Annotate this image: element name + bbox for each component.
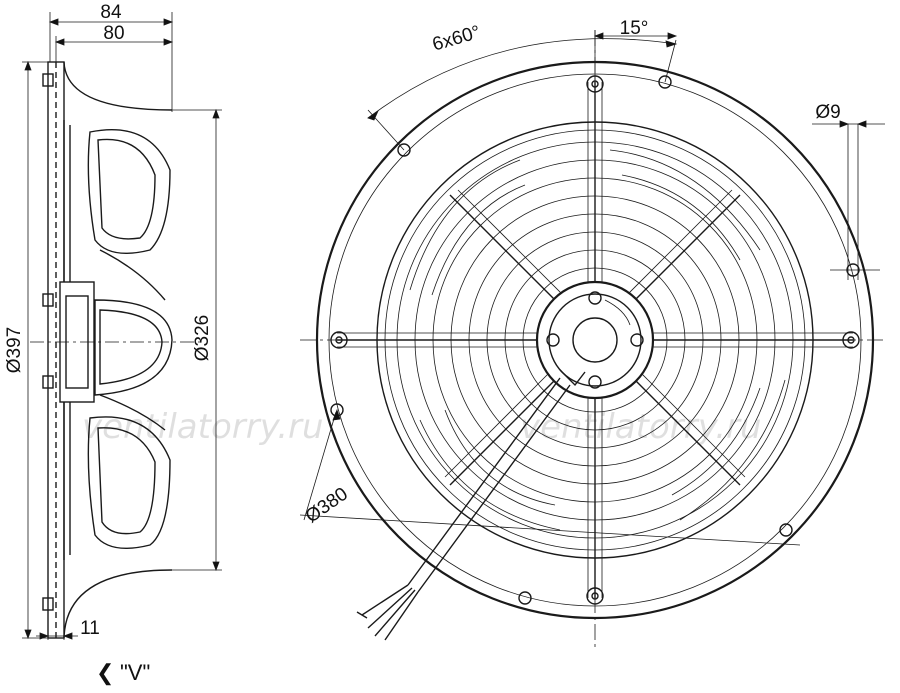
inner-diameter-dimension [172,108,222,572]
depth-dimension-lines [48,12,174,112]
guard-bolt [842,331,860,349]
front-view: 6x60° 15° Ø9 Ø380 [299,18,885,650]
impeller-blades [409,149,786,531]
guard-bolt [330,331,348,349]
hole-circle-dimension [299,408,801,546]
outer-diameter-label: Ø397 [4,327,25,373]
mounting-hole [779,523,793,537]
watermark-right: ventilatorry.ru [520,407,762,447]
flange-thickness-label: 11 [80,618,100,639]
offset-angle-dimension [593,30,678,82]
watermark-left: ventilatorry.ru [82,407,324,447]
inner-diameter-label: Ø326 [192,315,213,361]
hole-diameter-dimension [812,120,885,280]
side-flange-bolts [42,73,54,611]
outer-diameter-dimension [22,60,48,640]
power-cable [356,377,571,641]
hole-diameter-label: Ø9 [815,102,840,123]
flange-thickness-dimension [36,620,78,640]
mounting-hole [658,75,672,89]
mounting-hole [518,591,532,605]
hole-pattern-label: 6x60° [430,22,483,56]
side-motor-hub [30,281,200,403]
overall-depth-label: 84 [100,2,122,23]
view-arrow-icon: ❮ [96,660,114,686]
front-motor-hub [535,280,655,400]
view-label: "V" [120,660,150,685]
flange-depth-label: 80 [103,23,124,44]
guard-spoke-bolts [330,75,860,605]
hole-pattern-dimension [367,38,678,151]
hole-circle-label: Ø380 [302,484,352,528]
guard-bolt [586,587,604,605]
offset-angle-label: 15° [620,18,649,39]
side-blades [87,128,173,549]
mounting-hole [397,143,411,157]
side-view: 84 80 Ø397 Ø326 [4,2,222,686]
